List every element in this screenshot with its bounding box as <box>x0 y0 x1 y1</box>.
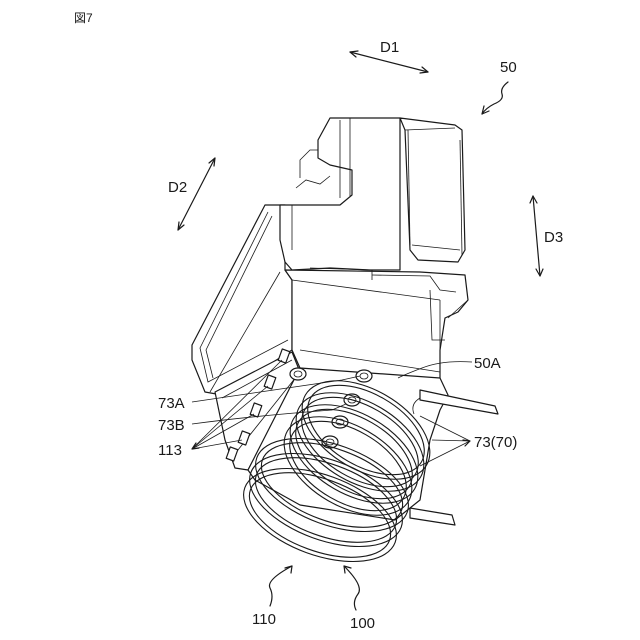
ref-label-73a: 73A <box>158 395 185 412</box>
ref-label-73-70: 73(70) <box>474 434 517 451</box>
ref-label-113: 113 <box>158 442 182 459</box>
leader-50 <box>482 82 508 114</box>
direction-label-d3: D3 <box>544 229 563 246</box>
figure-label: 図7 <box>74 11 93 25</box>
housing-50 <box>192 118 468 395</box>
leader-110 <box>269 566 292 606</box>
ref-label-73b: 73B <box>158 417 185 434</box>
ref-label-50: 50 <box>500 59 517 76</box>
direction-arrow-d3 <box>530 196 543 276</box>
ref-label-110: 110 <box>252 611 276 628</box>
leader-100 <box>344 566 359 610</box>
direction-label-d1: D1 <box>380 39 399 56</box>
direction-label-d2: D2 <box>168 179 187 196</box>
ref-label-100: 100 <box>350 615 375 632</box>
ref-label-50a: 50A <box>474 355 501 372</box>
